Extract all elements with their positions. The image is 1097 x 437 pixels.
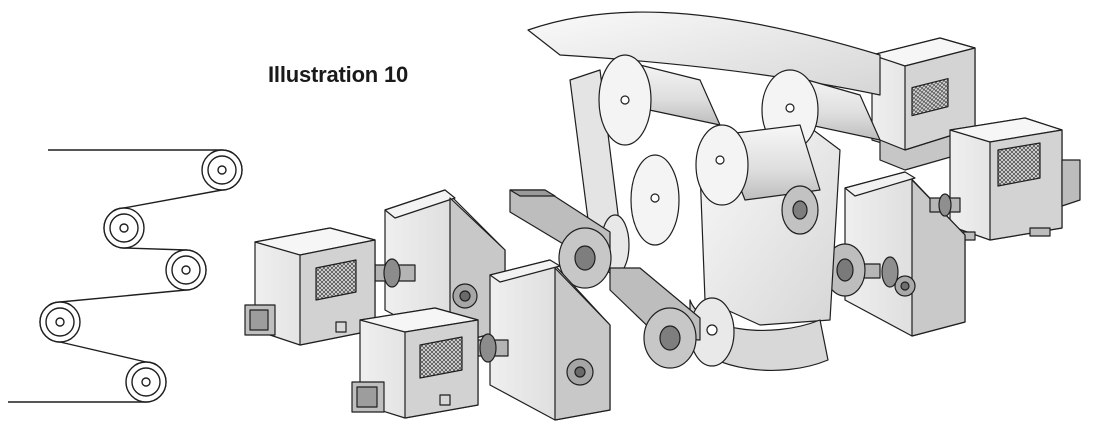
schematic-roller-3 — [165, 249, 207, 291]
motor-back-right-lower — [949, 117, 1081, 241]
gearbox-right — [844, 171, 966, 337]
drum-upper-right — [761, 69, 881, 151]
roll-path-schematic — [8, 149, 243, 403]
schematic-roller-1 — [201, 149, 243, 191]
coupling-left-upper — [374, 258, 416, 288]
shaft-center-upper — [509, 189, 612, 289]
motor-left-upper — [244, 227, 376, 346]
schematic-roller-2 — [103, 207, 145, 249]
coupling-right-lower — [824, 243, 899, 297]
gearbox-left-upper — [384, 189, 506, 346]
drum-upper-left — [598, 54, 721, 146]
illustration-title: Illustration 10 — [268, 62, 409, 87]
shaft-center-lower — [609, 267, 701, 369]
coupling-left-lower — [469, 333, 509, 363]
coupling-right-upper — [929, 193, 961, 217]
schematic-roller-5 — [125, 361, 167, 403]
drum-lower-left — [630, 154, 680, 246]
drum-middle — [695, 124, 821, 206]
schematic-roller-4 — [39, 301, 81, 343]
shaft-right — [781, 185, 819, 235]
gearbox-left-lower — [489, 259, 611, 421]
motor-left-lower — [351, 307, 479, 419]
